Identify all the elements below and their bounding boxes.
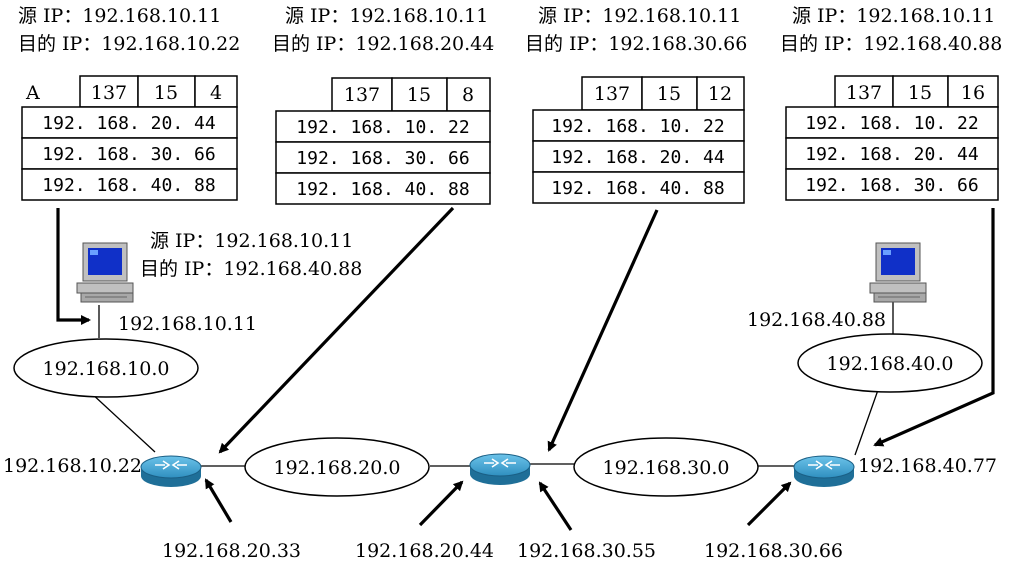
packet-header-4: 源 IP：192.168.10.11 目的 IP：192.168.40.88 (780, 5, 1002, 55)
arrow-if-30-66 (746, 481, 792, 527)
host-ip-left: 192.168.10.11 (118, 313, 257, 335)
arrow-packet2-to-router1 (218, 206, 455, 454)
svg-text:192. 168. 10. 22: 192. 168. 10. 22 (805, 113, 978, 134)
svg-text:4: 4 (210, 82, 222, 104)
svg-text:12: 12 (708, 83, 732, 105)
svg-text:15: 15 (407, 84, 431, 106)
svg-text:192.168.30.0: 192.168.30.0 (603, 457, 730, 479)
svg-text:192. 168. 20. 44: 192. 168. 20. 44 (551, 147, 724, 168)
svg-text:192. 168. 30. 66: 192. 168. 30. 66 (42, 144, 215, 165)
svg-text:192. 168. 20. 44: 192. 168. 20. 44 (42, 113, 215, 134)
svg-text:16: 16 (961, 82, 985, 104)
svg-text:源 IP：192.168.10.11: 源 IP：192.168.10.11 (285, 5, 488, 27)
svg-text:目的 IP：192.168.40.88: 目的 IP：192.168.40.88 (780, 33, 1002, 55)
computer-icon (76, 242, 134, 303)
computer-icon (869, 242, 927, 303)
field-cell (641, 76, 698, 111)
svg-text:源 IP：192.168.10.11: 源 IP：192.168.10.11 (538, 5, 741, 27)
packet-table-2: 137 15 8 192. 168. 10. 22 192. 168. 30. … (275, 77, 491, 205)
svg-text:192. 168. 10. 22: 192. 168. 10. 22 (296, 117, 469, 138)
routing-arrows (56, 206, 995, 531)
svg-text:192. 168. 30. 66: 192. 168. 30. 66 (805, 175, 978, 196)
field-cell (391, 77, 448, 112)
route-row (785, 137, 999, 170)
router-icon (140, 455, 202, 487)
arrow-if-30-55 (538, 481, 573, 531)
packet-tag: A (25, 82, 40, 104)
svg-text:137: 137 (594, 83, 630, 105)
arrow-if-20-33 (204, 478, 233, 523)
route-row (532, 171, 745, 204)
svg-text:源 IP：192.168.10.11: 源 IP：192.168.10.11 (18, 5, 221, 27)
svg-text:目的 IP：192.168.20.44: 目的 IP：192.168.20.44 (272, 33, 494, 55)
router-icon (469, 453, 531, 485)
svg-text:192. 168. 10. 22: 192. 168. 10. 22 (551, 116, 724, 137)
svg-text:15: 15 (657, 83, 681, 105)
svg-text:目的 IP：192.168.40.88: 目的 IP：192.168.40.88 (140, 258, 362, 280)
field-cell (892, 75, 949, 108)
packet-header-1: 源 IP：192.168.10.11 目的 IP：192.168.10.22 (18, 5, 240, 55)
route-row (21, 168, 238, 201)
field-cell (79, 75, 139, 108)
packet-table-1: A 137 15 4 192. 168. 20. 44 192. 168. 30… (21, 75, 238, 201)
svg-text:192.168.40.0: 192.168.40.0 (827, 353, 954, 375)
svg-text:192. 168. 40. 88: 192. 168. 40. 88 (551, 178, 724, 199)
packet-header-2: 源 IP：192.168.10.11 目的 IP：192.168.20.44 (272, 5, 494, 55)
network-4: 192.168.40.0 (797, 333, 983, 393)
packet-table-4: 137 15 16 192. 168. 10. 22 192. 168. 20.… (785, 75, 999, 201)
route-row (275, 172, 491, 205)
network-2: 192.168.20.0 (244, 437, 430, 497)
interface-ip: 192.168.40.77 (858, 455, 997, 477)
route-row (21, 106, 238, 139)
route-row (275, 141, 491, 174)
interface-ip: 192.168.30.66 (704, 540, 843, 562)
packet-header-3: 源 IP：192.168.10.11 目的 IP：192.168.30.66 (525, 5, 747, 55)
svg-text:192. 168. 40. 88: 192. 168. 40. 88 (296, 179, 469, 200)
svg-text:137: 137 (846, 82, 882, 104)
route-row (785, 168, 999, 201)
router-icon (793, 455, 855, 487)
network-1: 192.168.10.0 (13, 338, 199, 398)
svg-text:137: 137 (344, 84, 380, 106)
route-row (532, 140, 745, 173)
svg-text:192.168.20.0: 192.168.20.0 (274, 457, 401, 479)
field-cell (947, 75, 999, 108)
host-header: 源 IP：192.168.10.11 目的 IP：192.168.40.88 (140, 230, 362, 280)
route-row (532, 109, 745, 142)
network-3: 192.168.30.0 (573, 437, 759, 497)
svg-text:137: 137 (91, 82, 127, 104)
interface-ip: 192.168.20.44 (355, 540, 494, 562)
svg-text:目的 IP：192.168.30.66: 目的 IP：192.168.30.66 (525, 33, 747, 55)
host-ip-right: 192.168.40.88 (747, 309, 886, 331)
svg-text:192. 168. 30. 66: 192. 168. 30. 66 (296, 148, 469, 169)
svg-text:192. 168. 20. 44: 192. 168. 20. 44 (805, 144, 978, 165)
packet-table-3: 137 15 12 192. 168. 10. 22 192. 168. 20.… (532, 76, 745, 204)
svg-text:15: 15 (154, 82, 178, 104)
svg-text:192. 168. 40. 88: 192. 168. 40. 88 (42, 175, 215, 196)
interface-ip: 192.168.20.33 (162, 540, 301, 562)
arrow-packet1-to-host (56, 208, 91, 325)
route-row (785, 106, 999, 139)
svg-text:目的 IP：192.168.10.22: 目的 IP：192.168.10.22 (18, 33, 240, 55)
svg-text:192.168.10.0: 192.168.10.0 (43, 358, 170, 380)
svg-text:源 IP：192.168.10.11: 源 IP：192.168.10.11 (792, 5, 995, 27)
network-links (89, 300, 894, 467)
route-row (275, 110, 491, 143)
svg-text:15: 15 (908, 82, 932, 104)
arrow-packet3-to-router2 (547, 209, 659, 452)
arrow-if-20-44 (418, 480, 464, 527)
field-cell (834, 75, 894, 108)
interface-ip: 192.168.30.55 (517, 540, 656, 562)
svg-text:8: 8 (462, 84, 474, 106)
interface-ip: 192.168.10.22 (3, 455, 142, 477)
svg-text:源 IP：192.168.10.11: 源 IP：192.168.10.11 (150, 230, 353, 252)
arrow-packet4-to-router3 (873, 208, 995, 447)
